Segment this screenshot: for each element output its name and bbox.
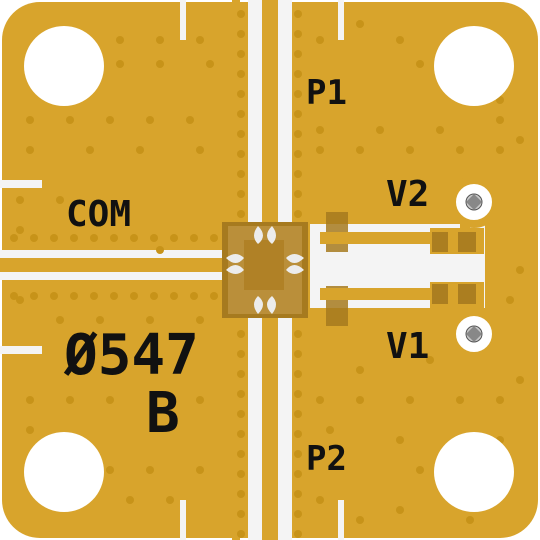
mounting-hole-icon — [24, 26, 514, 512]
com-rf-line — [0, 180, 222, 354]
label-v1: V1 — [386, 326, 429, 367]
label-part-number: Ø547 — [63, 323, 199, 388]
test-pad-icon — [448, 176, 500, 360]
label-v2: V2 — [386, 174, 429, 215]
label-p1: P1 — [306, 73, 347, 113]
passive-components — [326, 212, 476, 326]
label-com: COM — [66, 194, 131, 235]
chip-icon — [222, 222, 308, 318]
label-p2: P2 — [306, 439, 347, 479]
via-icon — [10, 10, 524, 538]
edge-notches — [180, 0, 344, 540]
label-revision: B — [146, 381, 180, 446]
